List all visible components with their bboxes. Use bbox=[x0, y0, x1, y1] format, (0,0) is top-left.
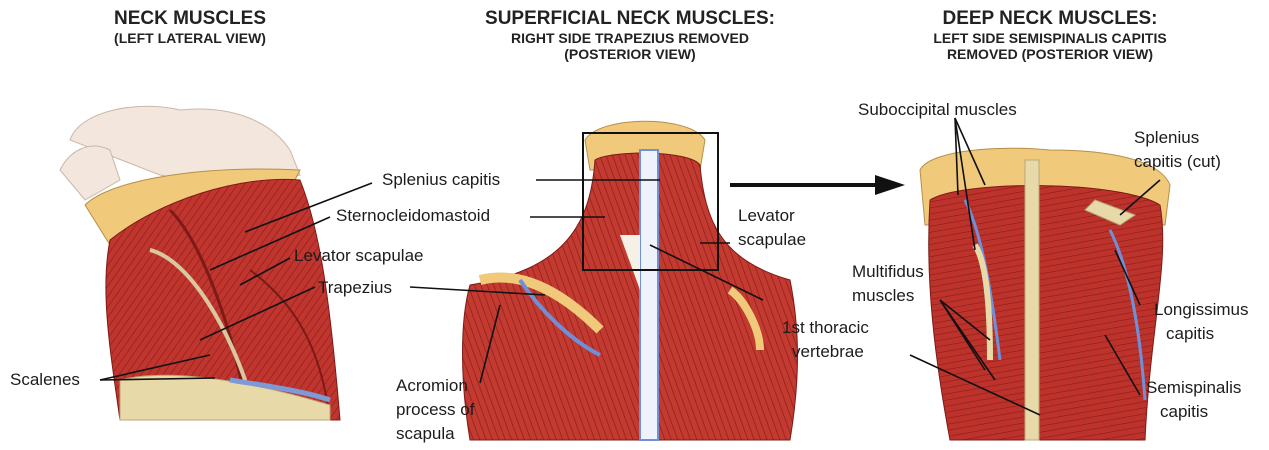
label-levator-scapulae-mid-2: scapulae bbox=[738, 230, 806, 250]
label-longissimus-1: Longissimus bbox=[1154, 300, 1249, 320]
label-levator-scapulae-mid-1: Levator bbox=[738, 206, 795, 226]
label-sternocleidomastoid: Sternocleidomastoid bbox=[336, 206, 490, 226]
label-acromion-3: scapula bbox=[396, 424, 455, 444]
label-multifidus-2: muscles bbox=[852, 286, 914, 306]
label-levator-scapulae-left: Levator scapulae bbox=[294, 246, 423, 266]
label-splenius-capitis: Splenius capitis bbox=[382, 170, 500, 190]
label-splenius-cut-2: capitis (cut) bbox=[1134, 152, 1221, 172]
arrow-icon bbox=[730, 175, 905, 195]
label-trapezius: Trapezius bbox=[318, 278, 392, 298]
label-acromion-1: Acromion bbox=[396, 376, 468, 396]
label-scalenes: Scalenes bbox=[10, 370, 80, 390]
posterior-superficial-figure bbox=[463, 121, 798, 440]
label-thoracic-2: vertebrae bbox=[792, 342, 864, 362]
label-acromion-2: process of bbox=[396, 400, 474, 420]
label-suboccipital: Suboccipital muscles bbox=[858, 100, 1017, 120]
label-splenius-cut-1: Splenius bbox=[1134, 128, 1199, 148]
label-multifidus-1: Multifidus bbox=[852, 262, 924, 282]
label-semispinalis-2: capitis bbox=[1160, 402, 1208, 422]
label-longissimus-2: capitis bbox=[1166, 324, 1214, 344]
label-semispinalis-1: Semispinalis bbox=[1146, 378, 1241, 398]
label-thoracic-1: 1st thoracic bbox=[782, 318, 869, 338]
